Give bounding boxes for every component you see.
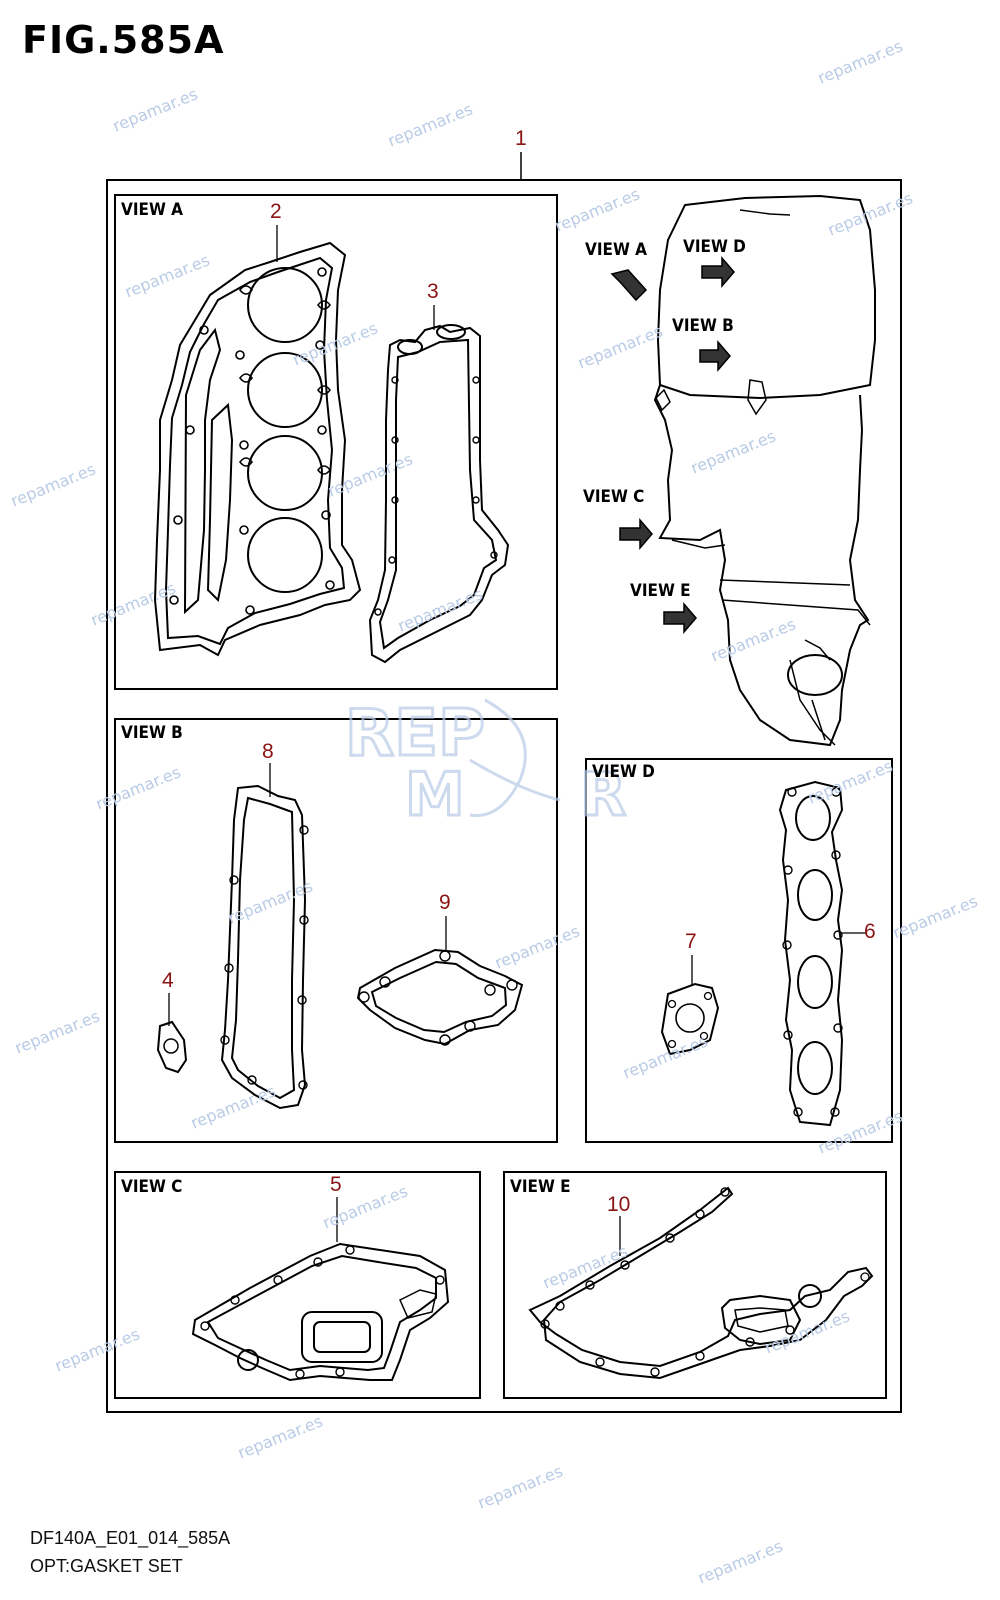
- view-a-box: [114, 194, 558, 690]
- callout-6: 6: [864, 920, 876, 943]
- pointer-label-view-b: VIEW B: [672, 316, 734, 336]
- view-b-label: VIEW B: [121, 723, 183, 743]
- view-c-box: [114, 1171, 481, 1399]
- callout-2: 2: [270, 200, 282, 223]
- repmar-logo-watermark: REP M R: [344, 696, 628, 832]
- head-cover-gasket: [368, 324, 510, 664]
- callout-leaders: [168, 225, 866, 1256]
- cylinder-head-gasket: [153, 241, 362, 657]
- pointer-label-view-c: VIEW C: [583, 487, 645, 507]
- view-a-label: VIEW A: [121, 200, 184, 220]
- view-c-gasket: [191, 1242, 450, 1382]
- view-b-box: [114, 718, 558, 1143]
- view-b-gaskets: [156, 784, 524, 1110]
- view-d-gaskets: [660, 780, 844, 1127]
- arrow-view-c: [619, 517, 653, 551]
- svg-text:M: M: [405, 760, 465, 830]
- view-e-label: VIEW E: [510, 1177, 571, 1197]
- callout-10: 10: [607, 1193, 631, 1216]
- arrow-view-a: [610, 269, 648, 302]
- arrow-view-b: [699, 339, 731, 373]
- view-c-label: VIEW C: [121, 1177, 183, 1197]
- view-d-label: VIEW D: [592, 762, 655, 782]
- callout-8: 8: [262, 740, 274, 763]
- pointer-label-view-a: VIEW A: [585, 240, 648, 260]
- arrow-view-d: [701, 255, 735, 289]
- view-d-box: [585, 758, 893, 1143]
- pointer-label-view-e: VIEW E: [630, 581, 691, 601]
- callout-7: 7: [685, 930, 697, 953]
- view-e-gasket: [528, 1186, 874, 1380]
- outboard-engine-illustration: [653, 194, 876, 747]
- svg-text:REP: REP: [345, 697, 485, 771]
- svg-text:R: R: [580, 760, 626, 830]
- view-pointer-arrows: [610, 255, 735, 635]
- callout-3: 3: [427, 280, 439, 303]
- arrow-view-e: [663, 601, 697, 635]
- model-code: DF140A_E01_014_585A: [30, 1528, 231, 1548]
- callout-9: 9: [439, 891, 451, 914]
- callout-4: 4: [162, 969, 174, 992]
- figure-title: FIG.585A: [22, 18, 225, 62]
- view-e-box: [503, 1171, 887, 1399]
- assembly-frame: [106, 179, 902, 1413]
- callout-5: 5: [330, 1173, 342, 1196]
- pointer-label-view-d: VIEW D: [683, 237, 746, 257]
- callout-1: 1: [515, 127, 527, 150]
- figure-description: OPT:GASKET SET: [30, 1556, 183, 1576]
